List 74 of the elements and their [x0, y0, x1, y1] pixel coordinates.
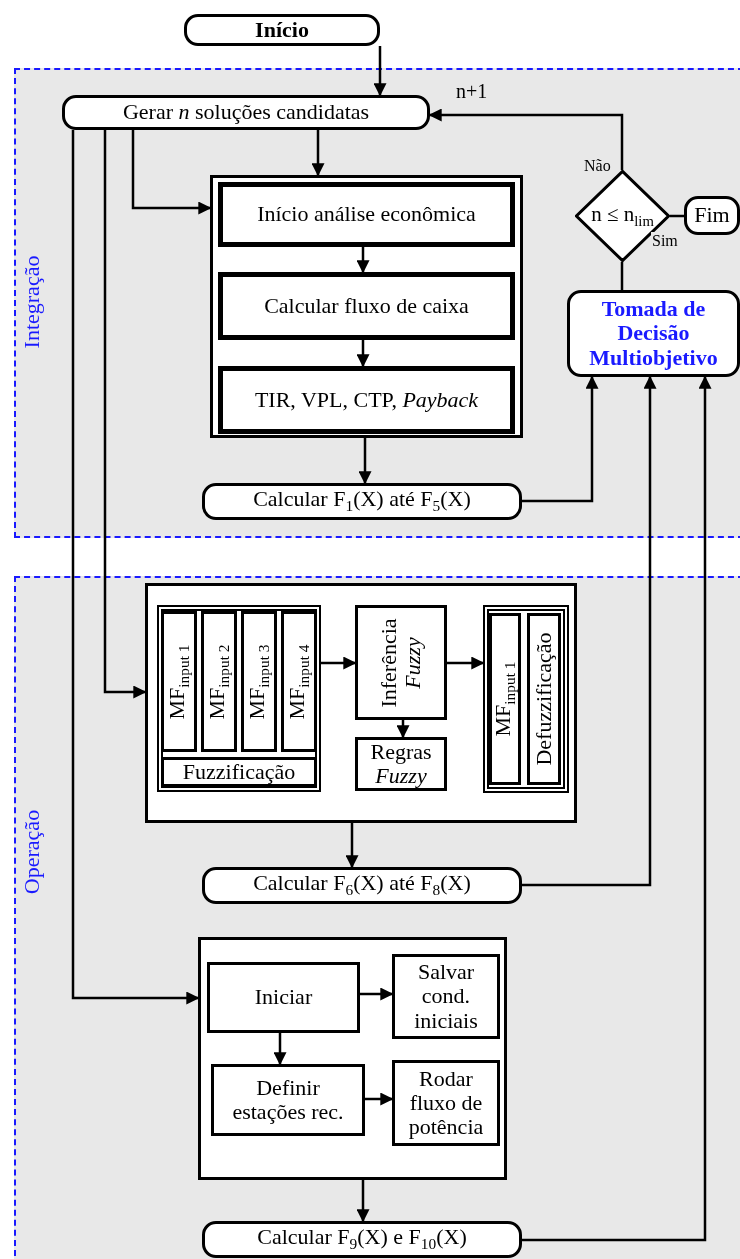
step-label: Regras Fuzzy	[369, 739, 433, 789]
group-box	[157, 605, 321, 792]
process-box	[489, 613, 521, 785]
process-box	[62, 95, 430, 130]
loop-label: n+1	[456, 80, 488, 103]
arrow	[345, 823, 359, 869]
step-label: TIR, VPL, CTP, Payback	[254, 387, 479, 413]
group-box	[210, 175, 523, 438]
arrow	[373, 46, 387, 97]
arrow	[311, 130, 325, 177]
decision-box	[567, 290, 740, 377]
arrow	[131, 130, 212, 215]
process-box	[202, 483, 522, 520]
step-label: Início análise econômica	[257, 202, 476, 227]
step-label: Rodar fluxo de potência	[407, 1066, 485, 1140]
arrow	[273, 1033, 287, 1066]
arrow	[365, 1092, 394, 1106]
arrow	[396, 720, 410, 739]
process-box	[218, 366, 515, 434]
process-box	[201, 611, 237, 752]
step-label: Definir estações rec.	[231, 1075, 345, 1125]
step-label: Gerar n soluções candidatas	[122, 100, 370, 125]
section-band	[14, 576, 740, 1259]
arrow	[522, 375, 657, 887]
arrow	[360, 987, 394, 1001]
group-box	[483, 605, 569, 793]
step-label: Calcular F$_{9}$(X) e F$_{10}$(X)	[257, 1225, 467, 1254]
arrow	[522, 375, 712, 1242]
arrow	[356, 247, 370, 274]
process-box	[355, 605, 447, 720]
arrow	[358, 438, 372, 485]
process-box	[355, 737, 447, 791]
section-title: Integração	[19, 255, 45, 349]
arrow	[356, 340, 370, 368]
process-box	[161, 757, 317, 787]
group-box	[145, 583, 577, 823]
process-box	[392, 1060, 500, 1146]
process-box	[218, 272, 515, 340]
step-label: Calcular fluxo de caixa	[264, 293, 469, 319]
group-box	[198, 937, 507, 1180]
step-label: Calcular F$_{1}$(X) até F$_{5}$(X)	[253, 487, 471, 516]
connector-line	[620, 262, 624, 290]
process-box	[218, 182, 515, 247]
arrow	[428, 108, 624, 170]
process-box	[161, 611, 197, 752]
process-box	[527, 613, 561, 785]
step-label: Fuzzificação	[182, 759, 296, 785]
step-label: Calcular F$_{6}$(X) até F$_{8}$(X)	[253, 871, 471, 900]
step-label: Inferência Fuzzy	[376, 616, 426, 710]
section-band	[14, 68, 740, 538]
arrow	[71, 130, 200, 1005]
arrow	[103, 130, 147, 699]
process-box	[281, 611, 317, 752]
step-label: Fim	[694, 203, 730, 228]
section-title: Operação	[19, 809, 45, 895]
step-label: Tomada de Decisão Multiobjetivo	[588, 297, 719, 370]
process-box	[202, 1221, 522, 1258]
step-label: Início	[255, 17, 309, 43]
arrow	[356, 1180, 370, 1223]
process-box	[202, 867, 522, 904]
process-box	[207, 962, 360, 1033]
arrow	[522, 375, 599, 503]
process-box	[241, 611, 277, 752]
step-label: n ≤ n$_{lim}$	[591, 202, 654, 230]
process-box	[211, 1064, 365, 1136]
process-box	[392, 954, 500, 1039]
terminal-box	[684, 196, 740, 235]
step-label: Iniciar	[254, 985, 313, 1010]
terminal-box	[184, 14, 380, 46]
step-label: Defuzzificação	[531, 632, 557, 766]
arrow	[447, 656, 485, 670]
arrow	[321, 656, 357, 670]
connector-line	[670, 214, 684, 218]
step-label: Salvar cond. iniciais	[413, 960, 479, 1033]
